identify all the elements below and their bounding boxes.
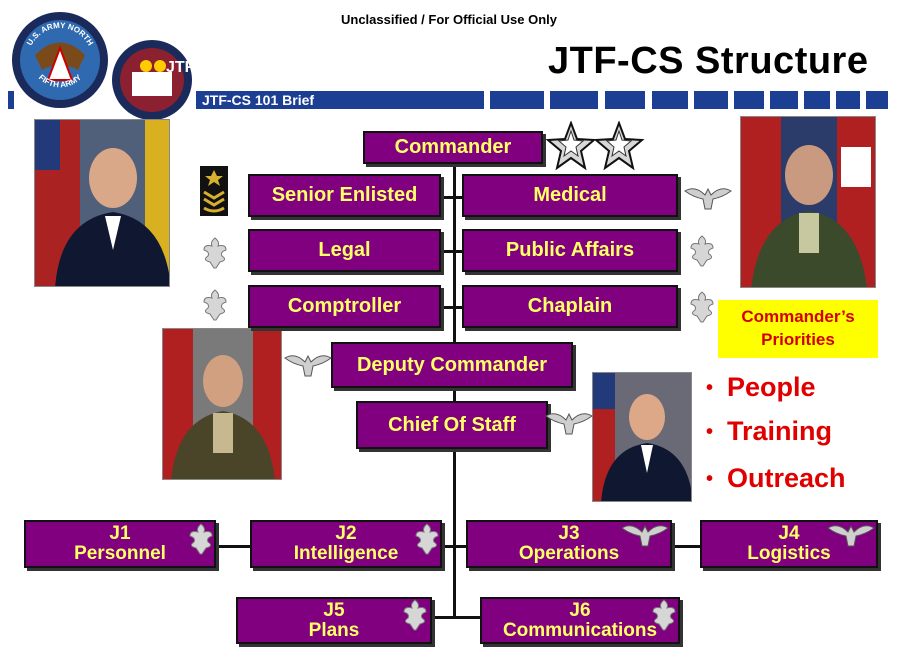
deputy-commander-box: Deputy Commander [331, 342, 573, 388]
legal-label: Legal [318, 239, 371, 261]
priorities-heading-line1: Commander’s [741, 307, 855, 327]
oak-leaf-icon [203, 237, 227, 269]
chief-of-staff-photo [592, 372, 692, 502]
priority-item: • People [706, 372, 816, 403]
banner-label: JTF-CS 101 Brief [196, 91, 484, 109]
oak-leaf-icon [189, 523, 213, 555]
j6-name: Communications [502, 619, 658, 641]
classification-label: Unclassified / For Official Use Only [340, 12, 557, 27]
chaplain-box: Chaplain [462, 285, 678, 328]
connector [441, 196, 463, 199]
j4-code: J4 [778, 523, 800, 545]
public-affairs-label: Public Affairs [505, 239, 635, 261]
connector [441, 306, 463, 309]
army-north-logo: U.S. ARMY NORTH FIFTH ARMY [12, 12, 108, 108]
connector-vertical [453, 164, 456, 618]
eagle-insignia-icon [545, 412, 593, 435]
priority-item: • Outreach [706, 463, 846, 494]
logo-jtf-text: JTF [166, 59, 194, 76]
connector-j-row [216, 545, 702, 548]
j1-code: J1 [109, 523, 131, 545]
star-icon [546, 121, 645, 171]
j5-code: J5 [323, 599, 345, 621]
banner-segment [770, 91, 798, 109]
j2-code: J2 [335, 523, 357, 545]
j3-name: Operations [518, 543, 620, 564]
eagle-insignia-icon [684, 187, 732, 210]
jtf-cs-logo: JTF [112, 40, 194, 120]
senior-enlisted-photo [34, 119, 170, 287]
banner-segment [804, 91, 830, 109]
oak-leaf-icon [652, 599, 676, 631]
oak-leaf-icon [690, 235, 714, 267]
oak-leaf-icon [203, 289, 227, 321]
eagle-insignia-icon [621, 524, 669, 547]
bullet: • [706, 377, 714, 400]
comptroller-label: Comptroller [287, 295, 402, 317]
chief-of-staff-box: Chief Of Staff [356, 401, 548, 449]
banner-segment [550, 91, 598, 109]
chief-of-staff-label: Chief Of Staff [388, 413, 516, 436]
banner-segment [490, 91, 544, 109]
banner-segment [652, 91, 688, 109]
commander-box: Commander [363, 131, 543, 164]
medical-label: Medical [533, 184, 607, 206]
j2-name: Intelligence [293, 543, 399, 564]
oak-leaf-icon [403, 599, 427, 631]
j6-code: J6 [569, 599, 591, 621]
priorities-heading-box: Commander’s Priorities [718, 300, 878, 358]
bullet: • [706, 421, 714, 444]
deputy-commander-label: Deputy Commander [356, 353, 548, 376]
page-title: JTF-CS Structure [548, 40, 869, 82]
oak-leaf-icon [690, 291, 714, 323]
j5-name: Plans [308, 619, 360, 641]
banner-segment [866, 91, 888, 109]
comptroller-box: Comptroller [248, 285, 441, 328]
j3-code: J3 [558, 523, 580, 545]
senior-enlisted-label: Senior Enlisted [271, 184, 418, 206]
banner-segment [734, 91, 764, 109]
banner-tick [8, 91, 14, 109]
priority-item-label: Training [727, 416, 833, 446]
chaplain-label: Chaplain [527, 295, 613, 317]
priority-item: • Training [706, 416, 832, 447]
medical-box: Medical [462, 174, 678, 217]
chevron-badge-icon [200, 166, 228, 216]
priority-item-label: Outreach [727, 463, 846, 493]
banner-segment [694, 91, 728, 109]
connector [441, 250, 463, 253]
banner-segment [605, 91, 645, 109]
commander-photo [740, 116, 876, 288]
bullet: • [706, 468, 714, 491]
legal-box: Legal [248, 229, 441, 272]
priority-item-label: People [727, 372, 816, 402]
banner-segment [836, 91, 860, 109]
oak-leaf-icon [415, 523, 439, 555]
priorities-heading-line2: Priorities [761, 330, 835, 349]
deputy-commander-photo [162, 328, 282, 480]
senior-enlisted-box: Senior Enlisted [248, 174, 441, 217]
j4-name: Logistics [747, 543, 831, 564]
eagle-insignia-icon [284, 354, 332, 377]
public-affairs-box: Public Affairs [462, 229, 678, 272]
j1-name: Personnel [74, 543, 166, 564]
commander-label: Commander [394, 136, 512, 158]
eagle-insignia-icon [827, 524, 875, 547]
